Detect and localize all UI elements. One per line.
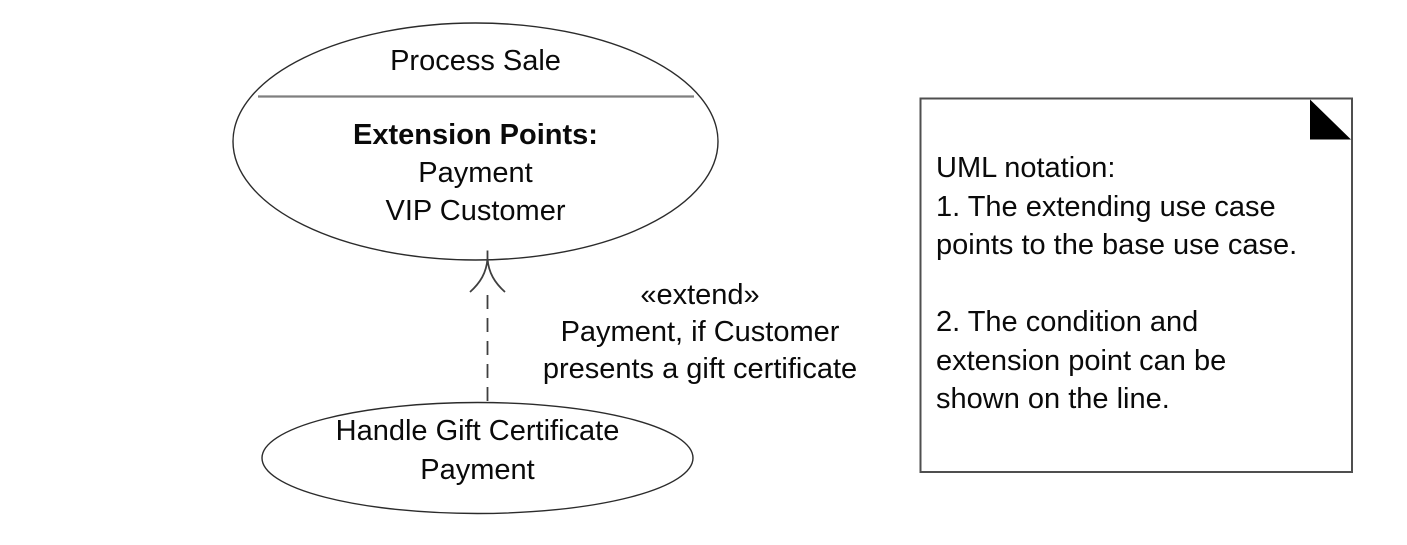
note-line: 1. The extending use case (936, 190, 1276, 223)
extend-condition-line: presents a gift certificate (542, 353, 858, 385)
extension-points-compartment: Extension Points: Payment VIP Customer (233, 116, 718, 230)
note-text: UML notation: 1. The extending use case … (936, 149, 1348, 419)
note-box (919, 97, 1353, 473)
note-line: points to the base use case. (936, 229, 1298, 261)
base-use-case-title: Process Sale (390, 45, 561, 77)
extension-point-item: Payment (418, 157, 533, 189)
base-use-case-ellipse (232, 22, 719, 261)
extend-stereotype: «extend» (640, 279, 760, 311)
note-line: 2. The condition and (936, 306, 1199, 338)
note-line (936, 265, 1348, 304)
note-line: UML notation: (936, 152, 1116, 184)
extend-condition-line: Payment, if Customer (560, 316, 840, 348)
extending-use-case-name: Handle Gift Certificate Payment (262, 412, 693, 490)
extension-point-item: VIP Customer (385, 195, 566, 227)
note-line: shown on the line. (936, 383, 1170, 415)
extend-arrowhead-icon (469, 250, 506, 293)
note-fold-corner-icon (1310, 99, 1351, 140)
note-line: extension point can be (936, 344, 1227, 377)
extension-points-heading: Extension Points: (353, 119, 598, 151)
extending-use-case-ellipse (261, 401, 694, 515)
extend-relationship-label: «extend» Payment, if Customer presents a… (500, 277, 900, 388)
extending-use-case-name-line: Payment (420, 454, 535, 486)
extending-use-case-name-line: Handle Gift Certificate (335, 415, 620, 447)
